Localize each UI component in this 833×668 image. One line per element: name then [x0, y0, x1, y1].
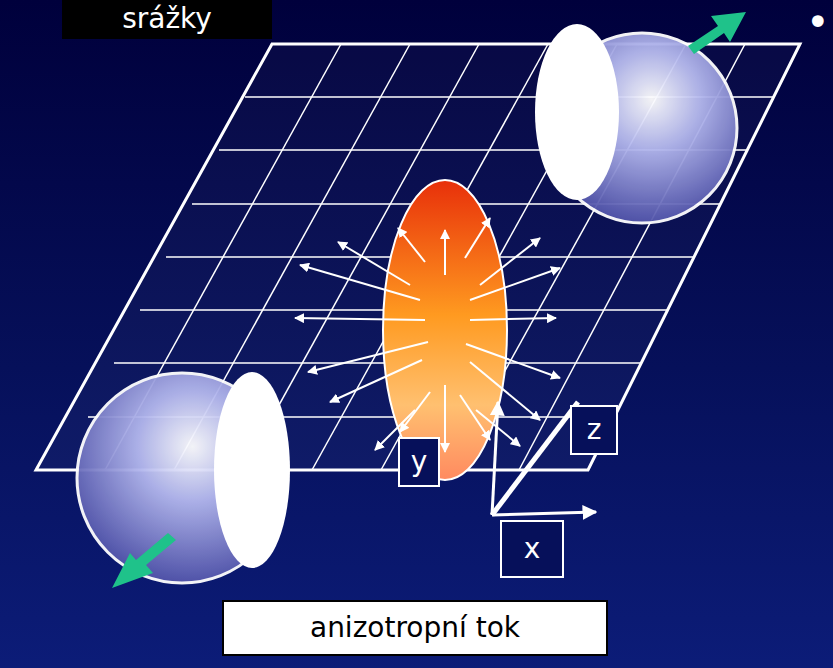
- axis-label: x: [500, 520, 564, 578]
- node-text: srážky: [122, 4, 212, 35]
- node-text: anizotropní tok: [310, 613, 520, 644]
- motion-arrow: [112, 12, 746, 588]
- axis-label: y: [398, 437, 440, 487]
- flow-arrow: [295, 218, 560, 452]
- nucleus-right: [535, 24, 737, 223]
- caption-box: anizotropní tok: [222, 600, 608, 656]
- bullet-mark: •: [806, 2, 830, 42]
- axis-label: z: [570, 405, 618, 455]
- title-box: srážky: [62, 0, 272, 39]
- fireball: [383, 180, 507, 480]
- node-text: z: [587, 415, 602, 446]
- node-text: x: [524, 534, 541, 565]
- node-text: y: [411, 447, 428, 478]
- nucleus-left: [77, 372, 290, 583]
